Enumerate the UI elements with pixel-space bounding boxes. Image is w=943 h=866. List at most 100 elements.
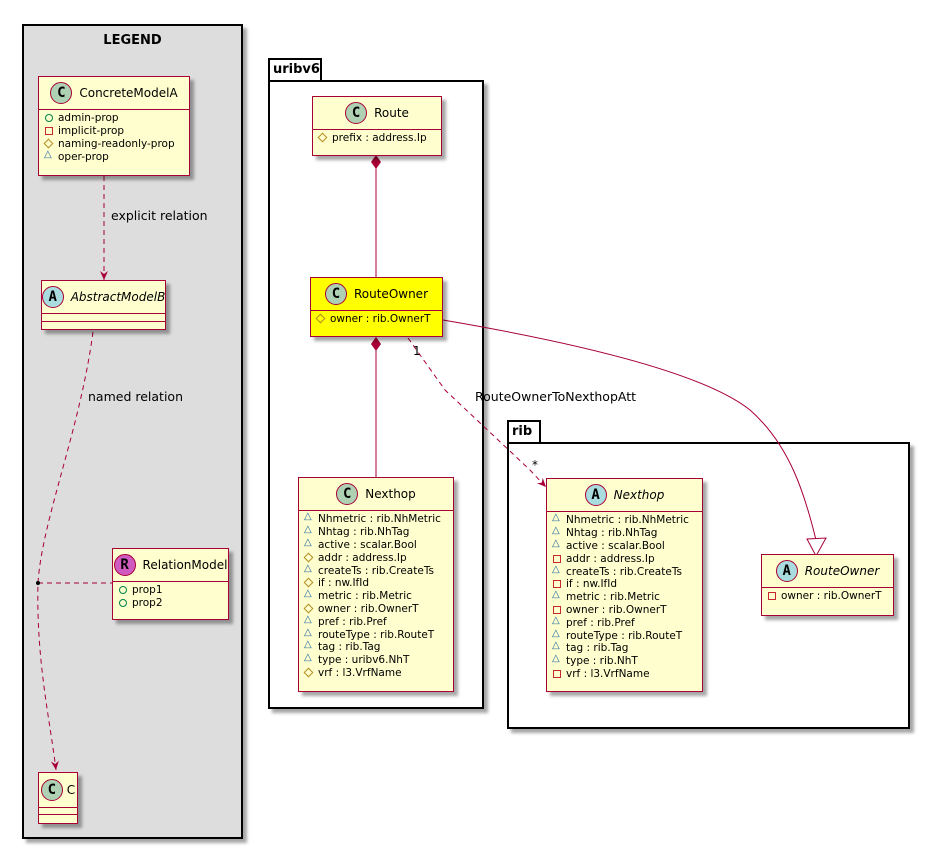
class-attribute: addr : address.Ip bbox=[304, 551, 453, 564]
private-visibility-icon bbox=[552, 579, 562, 589]
attribute-text: vrf : l3.VrfName bbox=[566, 667, 650, 680]
protected-visibility-icon bbox=[304, 578, 314, 588]
class-attribute: prefix : address.Ip bbox=[318, 132, 441, 145]
class-attribute: if : nw.IfId bbox=[304, 577, 453, 590]
protected-visibility-icon bbox=[304, 668, 314, 678]
class-attribute: pref : rib.Pref bbox=[552, 615, 702, 629]
legend-title: LEGEND bbox=[103, 33, 162, 48]
attribute-text: owner : rib.OwnerT bbox=[330, 313, 431, 326]
class-divider bbox=[39, 814, 77, 815]
class-attribute: createTs : rib.CreateTs bbox=[304, 563, 453, 577]
class-attribute: vrf : l3.VrfName bbox=[304, 667, 453, 680]
class-attribute: tag : rib.Tag bbox=[304, 639, 453, 654]
protected-visibility-icon bbox=[304, 553, 314, 563]
attribute-text: prefix : address.Ip bbox=[332, 132, 427, 145]
class-divider bbox=[42, 313, 165, 314]
class-attribute: admin-prop bbox=[44, 112, 189, 125]
class-c[interactable]: C C bbox=[38, 772, 78, 824]
package-visibility-icon bbox=[552, 564, 562, 577]
class-divider bbox=[299, 510, 453, 511]
class-header: C RouteOwner bbox=[311, 278, 442, 310]
class-header: A AbstractModelB bbox=[41, 281, 166, 313]
attribute-text: routeType : rib.RouteT bbox=[566, 629, 683, 642]
attribute-text: if : nw.IfId bbox=[566, 578, 617, 591]
class-rib-route-owner[interactable]: A RouteOwner owner : rib.OwnerT bbox=[761, 554, 894, 616]
class-attribute: Nhtag : rib.NhTag bbox=[304, 524, 453, 539]
class-attribute: createTs : rib.CreateTs bbox=[552, 564, 702, 578]
routeowner-to-nexthop-dashed-line bbox=[407, 337, 547, 488]
package-visibility-icon bbox=[304, 563, 314, 576]
class-attribute: oper-prop bbox=[44, 149, 189, 163]
class-divider bbox=[311, 310, 442, 311]
package-visibility-icon bbox=[552, 589, 562, 602]
attribute-text: owner : rib.OwnerT bbox=[566, 603, 667, 616]
attribute-text: admin-prop bbox=[58, 112, 119, 125]
attribute-text: Nhmetric : rib.NhMetric bbox=[318, 513, 441, 526]
class-name: AbstractModelB bbox=[70, 290, 166, 304]
attribute-text: prop1 bbox=[132, 584, 163, 597]
class-attribute: Nhmetric : rib.NhMetric bbox=[552, 512, 702, 527]
package-tab-uribv6: uribv6 bbox=[268, 58, 322, 82]
class-attribute: if : nw.IfId bbox=[552, 578, 702, 591]
attribute-text: naming-readonly-prop bbox=[58, 137, 175, 150]
class-rib-nexthop[interactable]: A Nexthop Nhmetric : rib.NhMetricNhtag :… bbox=[546, 478, 703, 692]
class-divider bbox=[39, 109, 189, 110]
attribute-text: Nhtag : rib.NhTag bbox=[566, 527, 658, 540]
class-header: R RelationModel bbox=[113, 549, 228, 581]
attribute-text: owner : rib.OwnerT bbox=[781, 590, 882, 603]
class-attribute: owner : rib.OwnerT bbox=[552, 604, 702, 617]
abstract-stereotype-icon: A bbox=[775, 560, 798, 582]
attribute-text: if : nw.IfId bbox=[318, 577, 369, 590]
private-visibility-icon bbox=[552, 605, 562, 615]
abstract-stereotype-icon: A bbox=[41, 286, 64, 308]
private-visibility-icon bbox=[552, 669, 562, 679]
package-visibility-icon bbox=[304, 652, 314, 665]
package-visibility-icon bbox=[44, 149, 54, 162]
package-visibility-icon bbox=[552, 538, 562, 551]
class-divider bbox=[762, 587, 893, 588]
class-uribv6-route[interactable]: C Route prefix : address.Ip bbox=[312, 96, 442, 156]
abstract-stereotype-icon: A bbox=[584, 484, 607, 506]
class-name: Nexthop bbox=[613, 488, 665, 502]
protected-visibility-icon bbox=[44, 139, 54, 149]
target-multiplicity: * bbox=[532, 458, 538, 472]
package-visibility-icon bbox=[304, 511, 314, 524]
package-visibility-icon bbox=[552, 525, 562, 538]
class-uribv6-route-owner[interactable]: C RouteOwner owner : rib.OwnerT bbox=[310, 277, 443, 337]
class-attribute: implicit-prop bbox=[44, 125, 189, 138]
class-header: C Route bbox=[313, 97, 441, 129]
source-multiplicity: 1 bbox=[413, 344, 421, 358]
package-visibility-icon bbox=[552, 628, 562, 641]
class-attribute: type : uribv6.NhT bbox=[304, 652, 453, 667]
class-divider bbox=[39, 807, 77, 808]
attribute-text: addr : address.Ip bbox=[318, 551, 407, 564]
class-attribute: pref : rib.Pref bbox=[304, 614, 453, 628]
class-attributes: Nhmetric : rib.NhMetricNhtag : rib.NhTag… bbox=[299, 511, 453, 681]
attribute-text: pref : rib.Pref bbox=[566, 616, 635, 629]
attribute-text: type : rib.NhT bbox=[566, 655, 638, 668]
class-attribute: active : scalar.Bool bbox=[304, 537, 453, 552]
package-name-rib: rib bbox=[512, 424, 533, 439]
attribute-text: tag : rib.Tag bbox=[566, 642, 629, 655]
class-stereotype-icon: C bbox=[345, 102, 368, 124]
public-visibility-icon bbox=[118, 585, 128, 595]
package-tab-rib: rib bbox=[507, 420, 541, 444]
attribute-text: tag : rib.Tag bbox=[318, 641, 381, 654]
class-attribute: type : rib.NhT bbox=[552, 653, 702, 668]
public-visibility-icon bbox=[44, 113, 54, 123]
class-abstract-model-b[interactable]: A AbstractModelB bbox=[41, 280, 166, 330]
package-visibility-icon bbox=[552, 653, 562, 666]
package-visibility-icon bbox=[304, 588, 314, 601]
class-name: Nexthop bbox=[365, 487, 416, 501]
class-attribute: metric : rib.Metric bbox=[304, 588, 453, 603]
class-attributes: prefix : address.Ip bbox=[313, 130, 441, 147]
class-header: A RouteOwner bbox=[762, 555, 893, 587]
class-uribv6-nexthop[interactable]: C Nexthop Nhmetric : rib.NhMetricNhtag :… bbox=[298, 477, 454, 692]
class-stereotype-icon: C bbox=[50, 82, 73, 104]
package-visibility-icon bbox=[304, 614, 314, 627]
public-visibility-icon bbox=[118, 598, 128, 608]
